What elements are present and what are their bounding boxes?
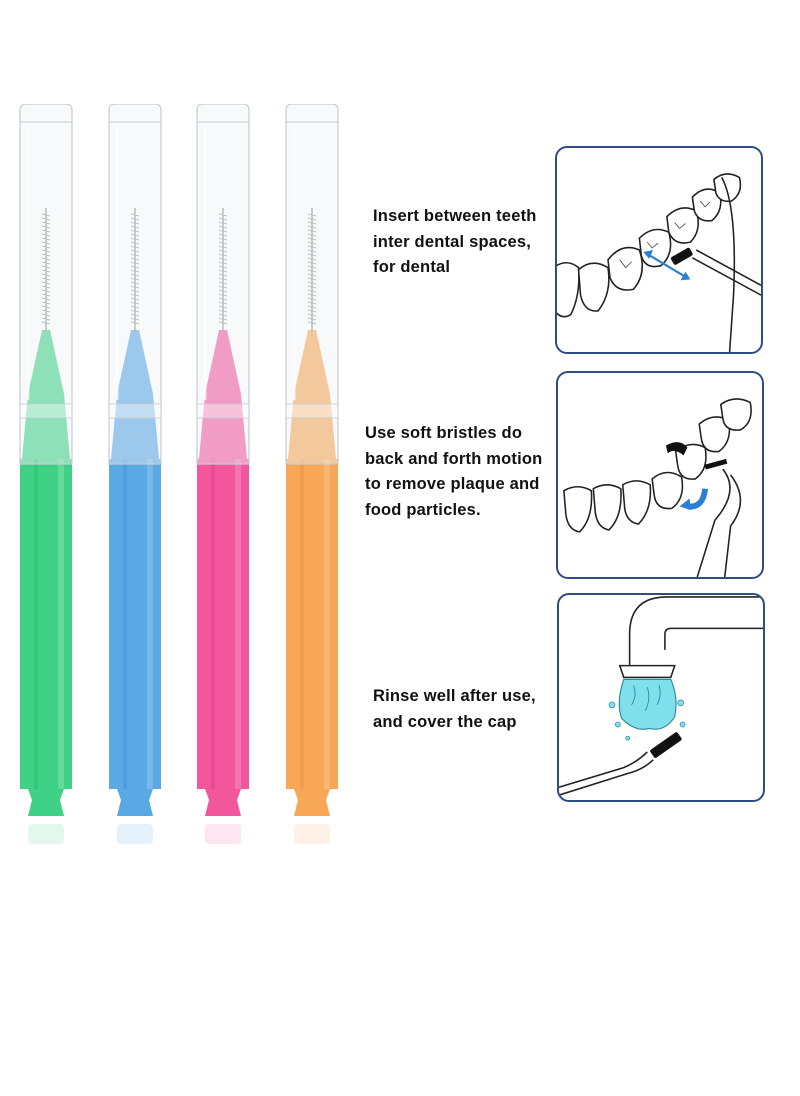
brush-pink-image bbox=[196, 104, 250, 844]
brush-handle bbox=[109, 459, 161, 789]
step-1-line-2: inter dental spaces, bbox=[373, 232, 532, 251]
brush-cap bbox=[196, 104, 250, 465]
brush-orange bbox=[280, 104, 346, 854]
step-3-text: Rinse well after use, and cover the cap bbox=[373, 684, 536, 735]
brush-end-knob bbox=[117, 789, 153, 816]
brush-bristles bbox=[307, 208, 317, 332]
step-1-text: Insert between teeth inter dental spaces… bbox=[373, 204, 537, 281]
brush-neck bbox=[199, 330, 247, 459]
step-2-illustration-panel bbox=[556, 371, 764, 579]
brush-cap bbox=[108, 104, 162, 465]
step-3-line-1: Rinse well after use, bbox=[373, 687, 536, 705]
teeth-brushing-motion-illustration bbox=[563, 398, 752, 577]
faucet-rinse-brush-illustration bbox=[559, 596, 763, 796]
brush-pink bbox=[191, 104, 257, 854]
step-1-line-1: Insert between teeth bbox=[373, 207, 537, 225]
teeth-insert-brush-illustration bbox=[557, 173, 761, 352]
brush-handle bbox=[286, 459, 338, 789]
step-2-line-1: Use soft bristles do bbox=[365, 424, 523, 442]
brush-neck bbox=[111, 330, 159, 459]
brush-end-knob bbox=[28, 789, 64, 816]
step-3-illustration-panel bbox=[557, 593, 765, 802]
step-3-line-2: and cover the cap bbox=[373, 712, 517, 731]
step-2-text: Use soft bristles do back and forth moti… bbox=[365, 421, 542, 523]
step-2-line-4: food particles. bbox=[365, 500, 481, 519]
brush-blue bbox=[103, 104, 169, 854]
brush-green-image bbox=[19, 104, 73, 844]
brush-green bbox=[14, 104, 80, 854]
brush-neck bbox=[288, 330, 336, 459]
step-1-line-3: for dental bbox=[373, 258, 451, 276]
brush-orange-image bbox=[285, 104, 339, 844]
brush-neck bbox=[22, 330, 70, 459]
brush-bristles bbox=[130, 208, 140, 332]
brush-cap bbox=[19, 104, 73, 465]
brush-end-knob bbox=[294, 789, 330, 816]
brush-bristles bbox=[218, 208, 228, 332]
brush-handle bbox=[197, 459, 249, 789]
step-1-illustration-panel bbox=[555, 146, 763, 354]
step-2-line-2: back and forth motion bbox=[365, 449, 543, 468]
brush-handle bbox=[20, 459, 72, 789]
step-2-line-3: to remove plaque and bbox=[365, 475, 540, 493]
brush-bristles bbox=[41, 208, 51, 332]
brush-end-knob bbox=[205, 789, 241, 816]
brush-blue-image bbox=[108, 104, 162, 844]
brush-cap bbox=[285, 104, 339, 465]
